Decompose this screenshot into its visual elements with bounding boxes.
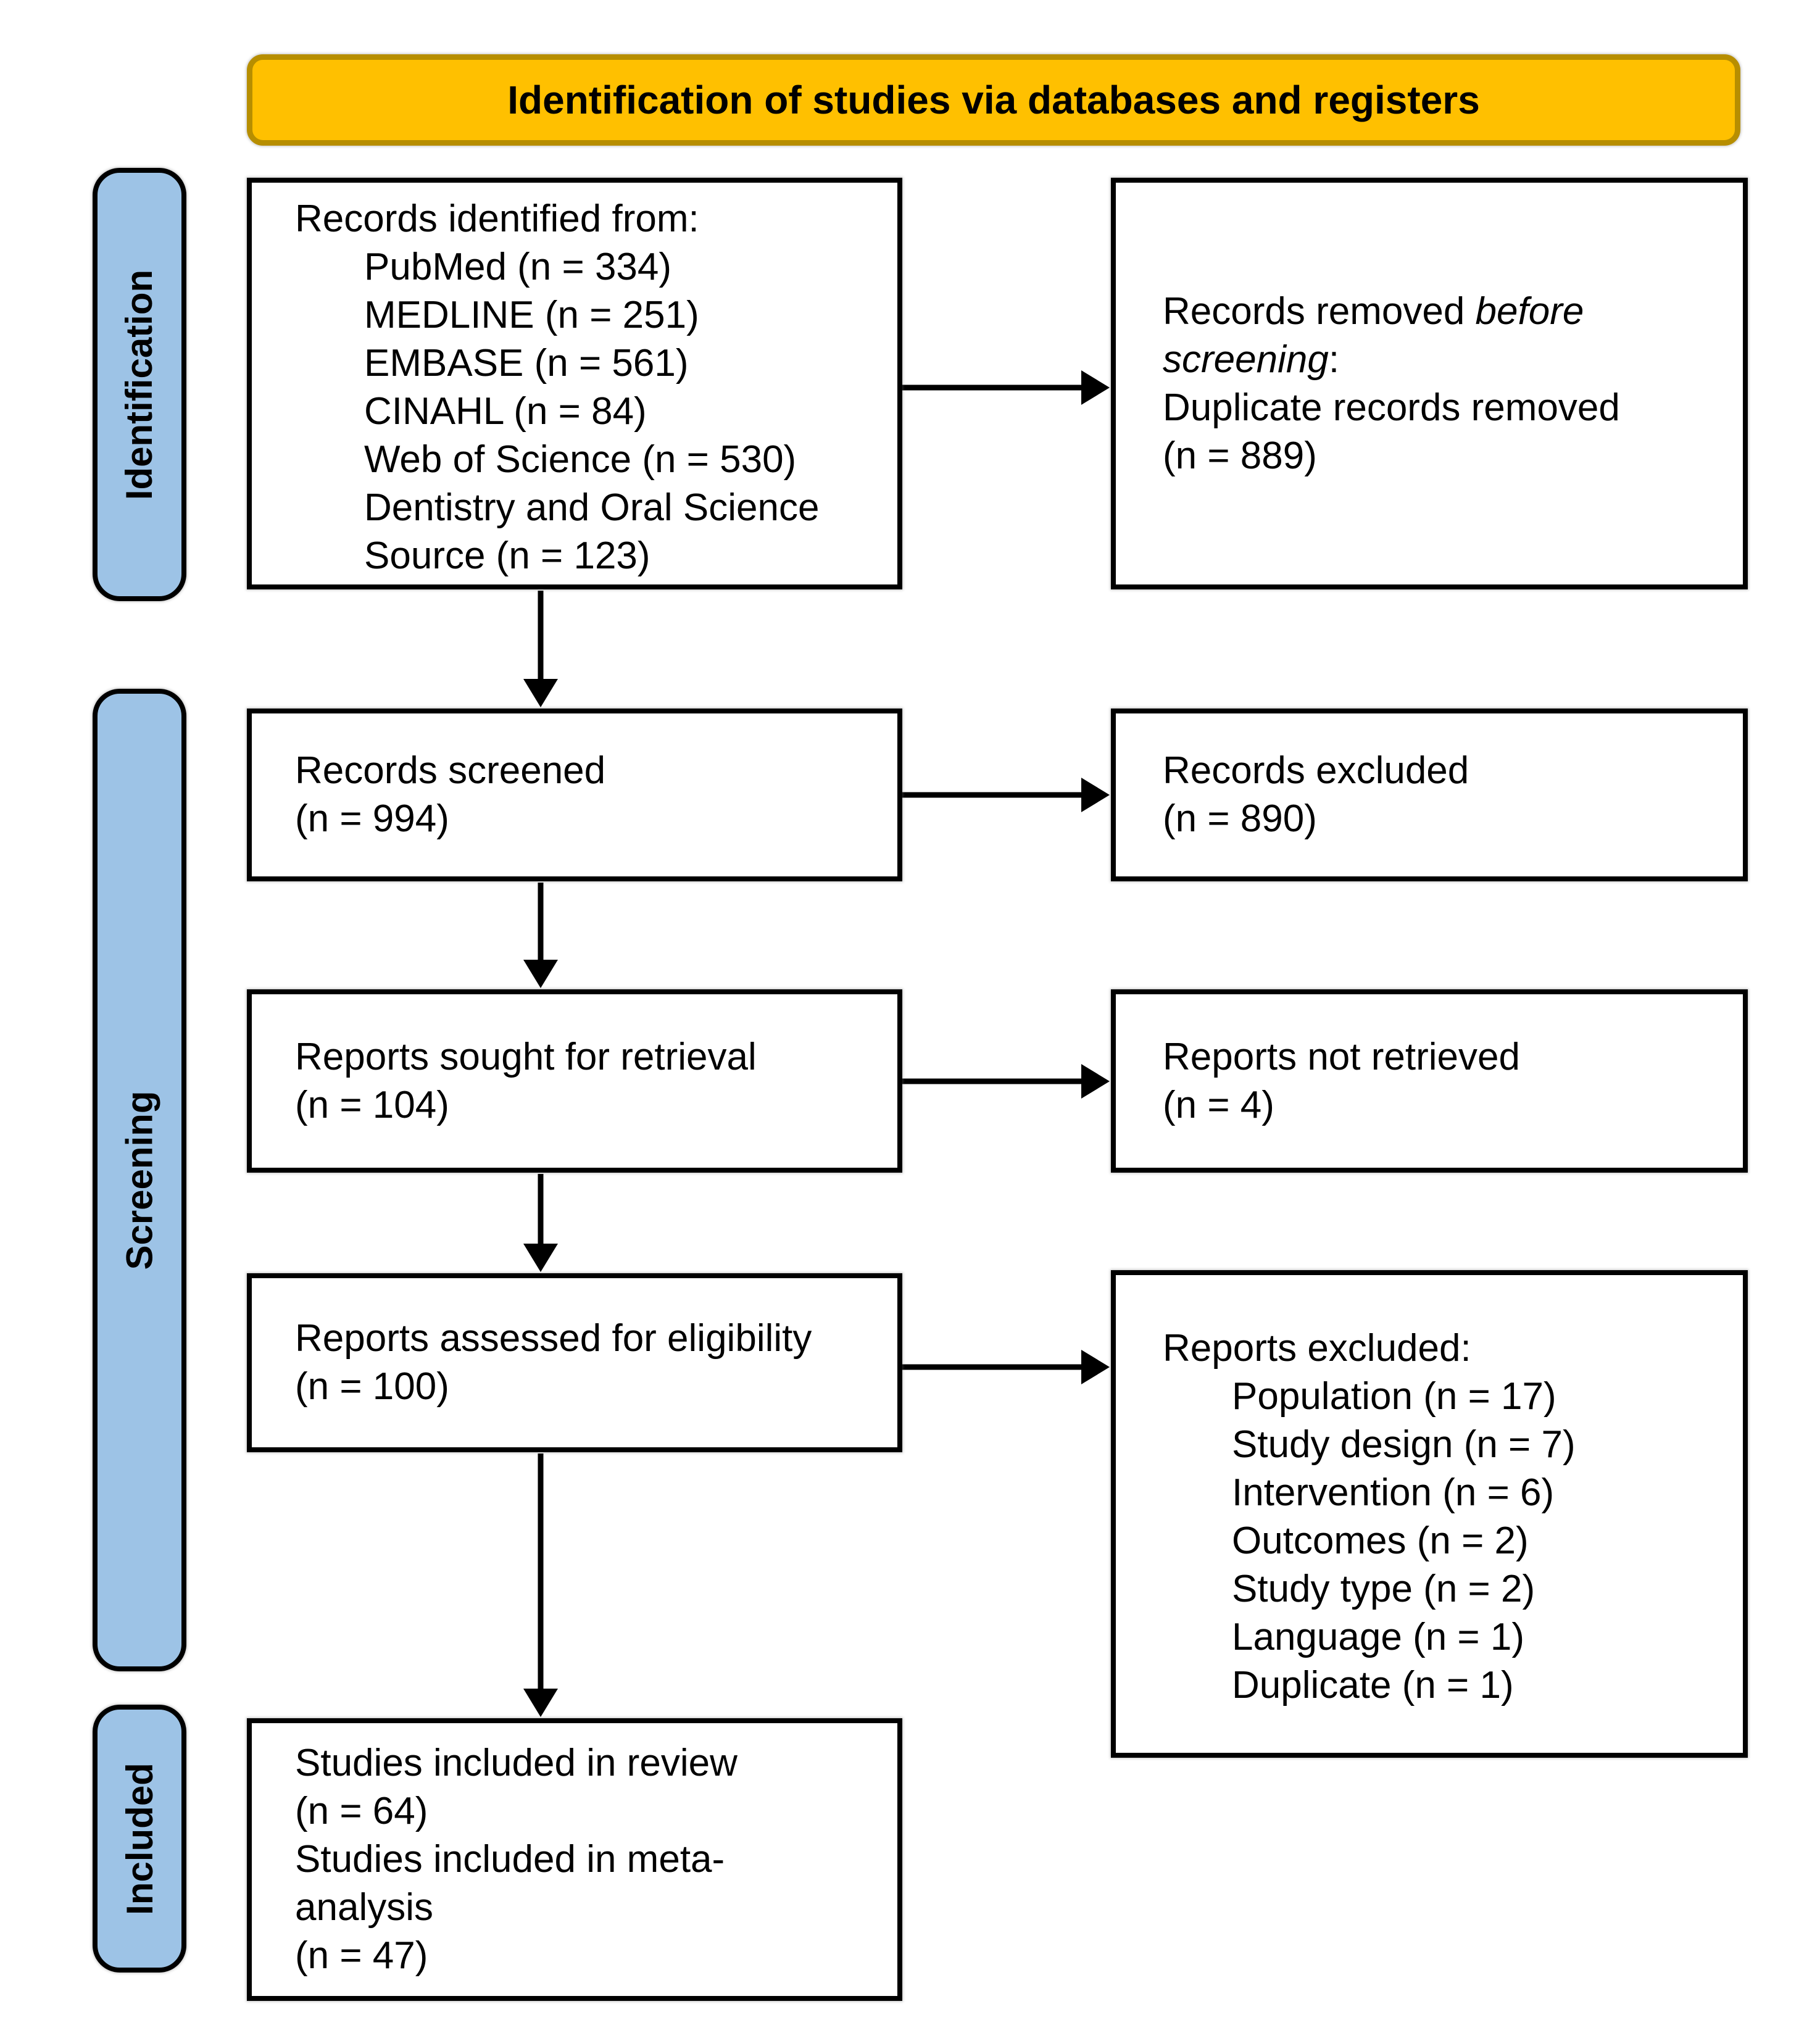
stage-label-screening-text: Screening	[118, 1090, 160, 1270]
box-reports-not-retrieved: Reports not retrieved (n = 4)	[1111, 989, 1748, 1173]
box-line: Reports sought for retrieval	[295, 1035, 757, 1078]
stage-label-included-text: Included	[118, 1762, 160, 1915]
box-line: PubMed (n = 334)	[364, 246, 672, 288]
box-line: CINAHL (n = 84)	[364, 390, 647, 433]
stage-label-screening: Screening	[93, 689, 186, 1671]
box-line: (n = 4)	[1163, 1083, 1274, 1126]
banner: Identification of studies via databases …	[247, 54, 1740, 146]
exclusion-reason: Intervention (n = 6)	[1232, 1471, 1555, 1514]
arrowhead-assessed-to-included	[523, 1689, 558, 1717]
arrowhead-sought-to-not-retrieved	[1081, 1064, 1110, 1099]
exclusion-reason: Duplicate (n = 1)	[1232, 1664, 1514, 1707]
box-line: Reports assessed for eligibility	[295, 1317, 812, 1360]
records-removed-suffix: :	[1328, 338, 1340, 381]
box-line: Dentistry and Oral Science	[364, 486, 820, 529]
arrowhead-screened-to-excluded	[1081, 778, 1110, 812]
box-line: analysis	[295, 1886, 433, 1929]
box-line: (n = 994)	[295, 797, 449, 840]
exclusion-reason: Language (n = 1)	[1232, 1616, 1524, 1658]
box-line: Studies included in review	[295, 1742, 738, 1784]
box-line: Records screened	[295, 749, 606, 792]
arrowhead-screened-to-sought	[523, 960, 558, 988]
box-reports-sought-for-retrieval: Reports sought for retrieval (n = 104)	[247, 989, 902, 1173]
box-line: Reports excluded:	[1163, 1327, 1471, 1370]
box-records-excluded: Records excluded (n = 890)	[1111, 709, 1748, 881]
banner-title: Identification of studies via databases …	[507, 78, 1480, 122]
box-records-screened: Records screened (n = 994)	[247, 709, 902, 881]
arrowhead-sought-to-assessed	[523, 1244, 558, 1272]
exclusion-reason: Study type (n = 2)	[1232, 1568, 1535, 1610]
box-line: Records excluded	[1163, 749, 1469, 792]
box-records-identified: Records identified from: PubMed (n = 334…	[247, 178, 902, 589]
box-line: Web of Science (n = 530)	[364, 438, 797, 481]
box-line: Records identified from:	[295, 197, 699, 240]
stage-label-identification: Identification	[93, 168, 186, 601]
box-reports-excluded: Reports excluded: Population (n = 17) St…	[1111, 1270, 1748, 1758]
stage-label-included: Included	[93, 1705, 186, 1973]
exclusion-reason: Population (n = 17)	[1232, 1375, 1556, 1418]
box-line: (n = 890)	[1163, 797, 1317, 840]
records-removed-prefix: Records removed	[1163, 289, 1476, 333]
box-reports-assessed-for-eligibility: Reports assessed for eligibility (n = 10…	[247, 1273, 902, 1452]
box-line: Records removed before screening:	[1163, 288, 1724, 384]
arrowhead-assessed-to-reports-excluded	[1081, 1350, 1110, 1384]
box-records-removed-before-screening: Records removed before screening: Duplic…	[1111, 178, 1748, 589]
records-removed-italic: before screening	[1163, 289, 1584, 381]
stage-label-identification-text: Identification	[118, 269, 160, 500]
arrowhead-identified-to-screened	[523, 679, 558, 707]
arrowhead-identified-to-removed	[1081, 370, 1110, 405]
exclusion-reason: Study design (n = 7)	[1232, 1423, 1576, 1466]
box-line: Studies included in meta-	[295, 1838, 725, 1881]
exclusion-reason: Outcomes (n = 2)	[1232, 1520, 1529, 1562]
box-line: Source (n = 123)	[364, 534, 650, 577]
box-studies-included: Studies included in review (n = 64) Stud…	[247, 1718, 902, 2001]
box-line: Reports not retrieved	[1163, 1035, 1520, 1078]
box-line: (n = 100)	[295, 1365, 449, 1408]
box-line: (n = 104)	[295, 1083, 449, 1126]
box-line: EMBASE (n = 561)	[364, 342, 689, 385]
box-line: (n = 64)	[295, 1790, 428, 1832]
box-line: Duplicate records removed	[1163, 386, 1620, 429]
box-line: (n = 47)	[295, 1934, 428, 1977]
box-line: MEDLINE (n = 251)	[364, 294, 699, 336]
box-line: (n = 889)	[1163, 434, 1317, 477]
